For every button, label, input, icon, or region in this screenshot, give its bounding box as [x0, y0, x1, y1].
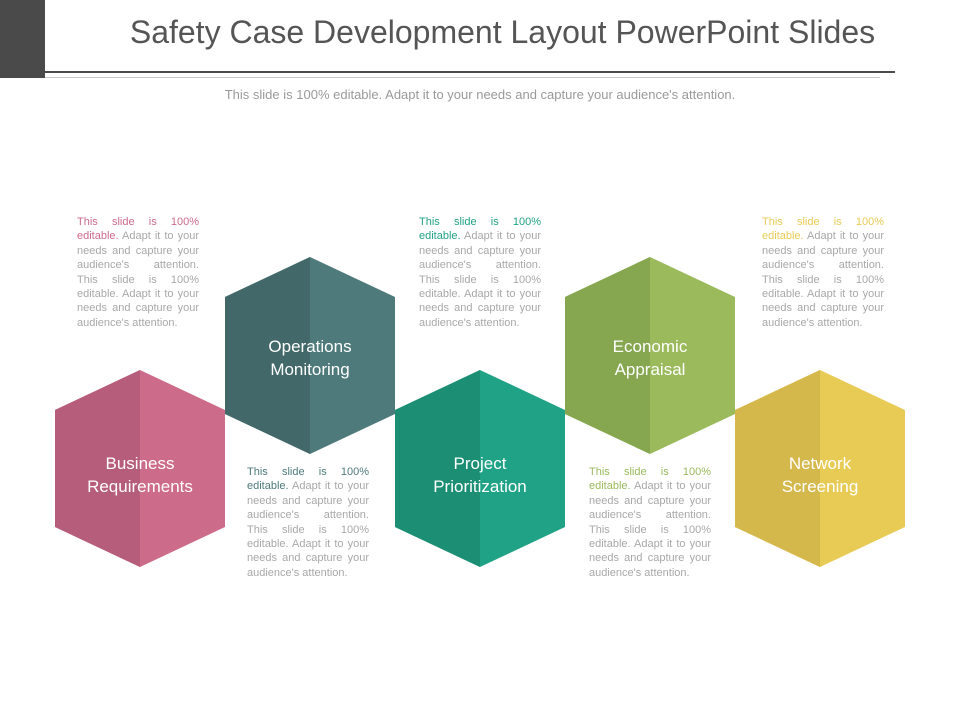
slide-subtitle: This slide is 100% editable. Adapt it to…: [224, 87, 736, 102]
title-underline-light: [45, 77, 880, 78]
hexagon-label-project-prioritization: Project Prioritization: [395, 452, 565, 498]
hexagon-business-requirements-left: [55, 370, 140, 567]
hexagon-label-business-requirements: Business Requirements: [55, 452, 225, 498]
description-rest: Adapt it to your needs and capture your …: [762, 230, 884, 329]
hexagon-label-line1: Economic: [612, 337, 688, 356]
description-economic-appraisal: This slide is 100% editable. Adapt it to…: [589, 465, 711, 580]
hexagon-label-operations-monitoring: Operations Monitoring: [225, 335, 395, 381]
description-lead: This slide is 100% editable.: [247, 466, 369, 493]
description-lead: This slide is 100% editable.: [77, 216, 199, 243]
hexagon-operations-monitoring: [225, 257, 395, 454]
hexagon-label-line2: Prioritization: [433, 477, 527, 496]
hexagon-label-line1: Project: [453, 454, 507, 473]
hexagon-economic-appraisal: [565, 257, 735, 454]
hexagon-network-screening-left: [735, 370, 820, 567]
hexagon-label-line2: Screening: [781, 477, 859, 496]
description-rest: Adapt it to your needs and capture your …: [247, 480, 369, 579]
hexagon-label-network-screening: Network Screening: [735, 452, 905, 498]
description-operations-monitoring: This slide is 100% editable. Adapt it to…: [247, 465, 369, 580]
description-lead: This slide is 100% editable.: [762, 216, 884, 243]
hexagon-label-line1: Network: [788, 454, 852, 473]
hexagon-label-line2: Appraisal: [614, 360, 686, 379]
description-lead: This slide is 100% editable.: [419, 216, 541, 243]
hexagon-economic-appraisal-left: [565, 257, 650, 454]
hexagon-business-requirements: [55, 370, 225, 567]
hexagon-label-line2: Monitoring: [270, 360, 350, 379]
hexagon-project-prioritization: [395, 370, 565, 567]
hexagon-label-line1: Business: [105, 454, 175, 473]
description-project-prioritization: This slide is 100% editable. Adapt it to…: [419, 215, 541, 330]
hexagon-network-screening: [735, 370, 905, 567]
hexagon-label-economic-appraisal: Economic Appraisal: [565, 335, 735, 381]
slide-title: Safety Case Development Layout PowerPoin…: [129, 14, 876, 50]
title-underline-dark: [45, 71, 895, 73]
description-rest: Adapt it to your needs and capture your …: [77, 230, 199, 329]
corner-accent-block: [0, 0, 45, 78]
hexagon-project-prioritization-left: [395, 370, 480, 567]
hexagon-label-line1: Operations: [268, 337, 352, 356]
hexagon-label-line2: Requirements: [87, 477, 193, 496]
hexagon-operations-monitoring-left: [225, 257, 310, 454]
description-rest: Adapt it to your needs and capture your …: [589, 480, 711, 579]
description-rest: Adapt it to your needs and capture your …: [419, 230, 541, 329]
description-network-screening: This slide is 100% editable. Adapt it to…: [762, 215, 884, 330]
description-business-requirements: This slide is 100% editable. Adapt it to…: [77, 215, 199, 330]
description-lead: This slide is 100% editable.: [589, 466, 711, 493]
